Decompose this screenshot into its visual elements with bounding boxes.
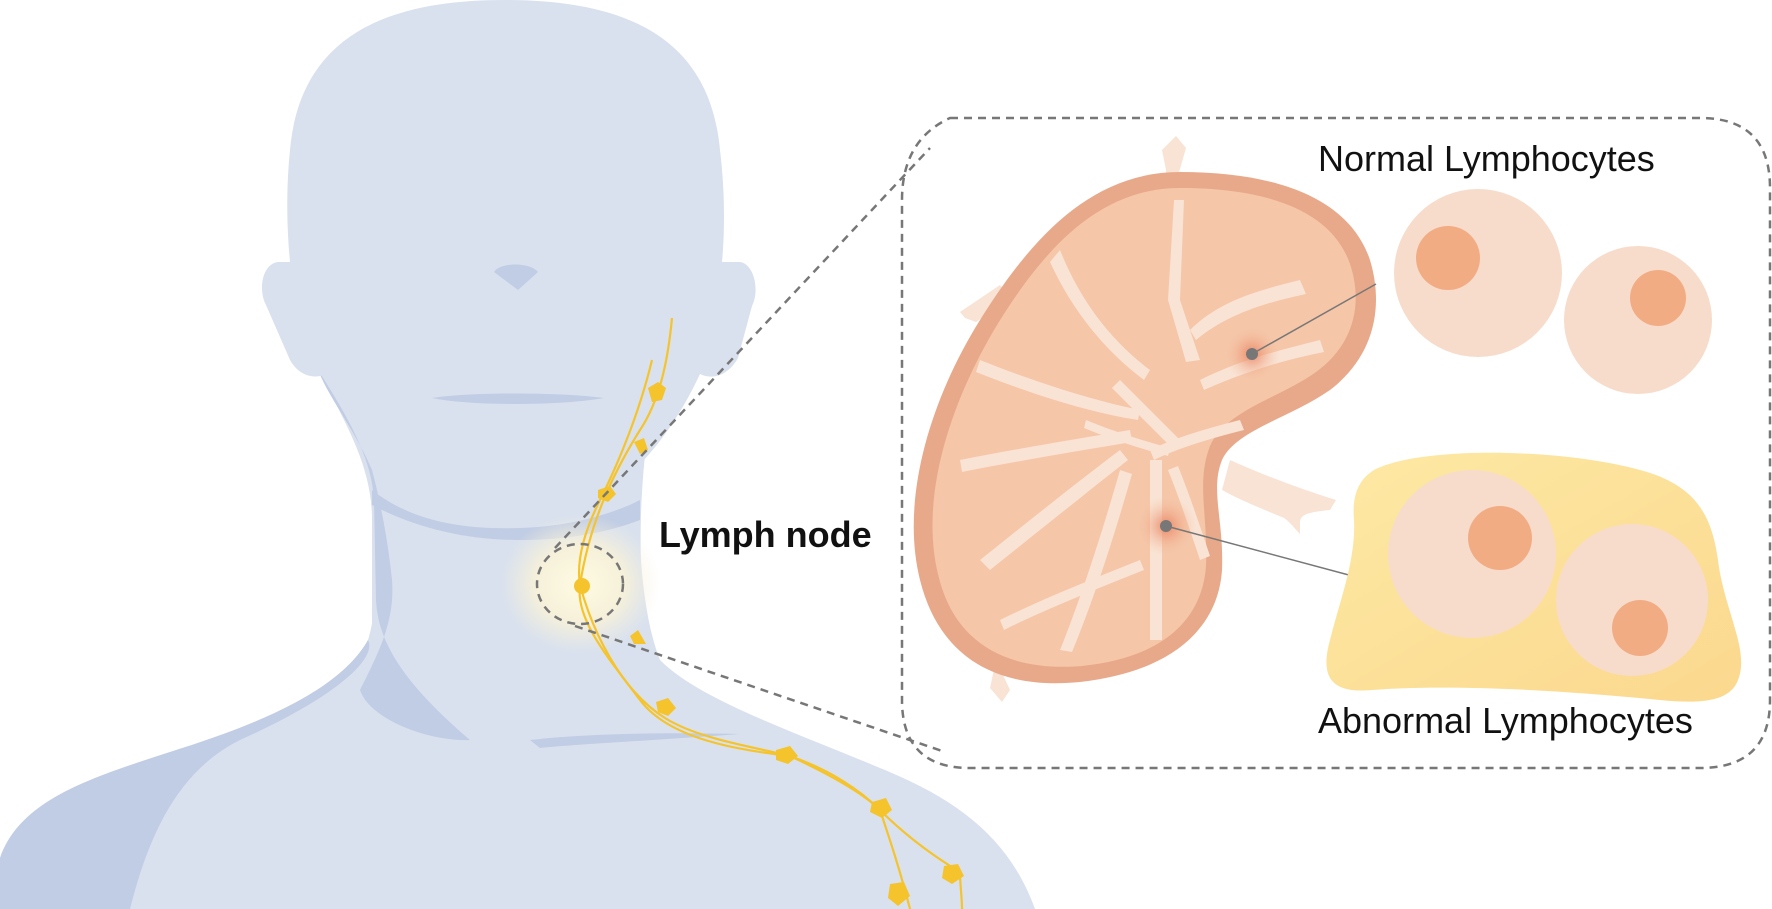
collarbone <box>530 733 740 748</box>
callout-box <box>900 116 1772 770</box>
nose <box>494 264 538 290</box>
head <box>262 0 756 520</box>
highlight-circle <box>535 542 625 626</box>
abnormal-lymphocytes-label: Abnormal Lymphocytes <box>1318 700 1693 741</box>
lymph-node <box>913 136 1377 702</box>
lymph-node-label: Lymph node <box>659 514 872 555</box>
normal-lymphocytes-label: Normal Lymphocytes <box>1318 138 1655 179</box>
mouth <box>432 393 604 404</box>
pointer-normal <box>1251 283 1377 355</box>
abnormal-lymphocytes <box>1326 452 1742 702</box>
connector-bottom <box>574 624 946 754</box>
pointer-abnormal <box>1165 525 1361 579</box>
human-silhouette <box>0 0 1035 909</box>
connector-top <box>554 147 931 549</box>
shoulder-shadow <box>0 640 370 909</box>
neck-shadow <box>318 370 470 741</box>
normal-lymphocytes <box>1394 189 1712 394</box>
vessel-nodes <box>574 382 964 906</box>
